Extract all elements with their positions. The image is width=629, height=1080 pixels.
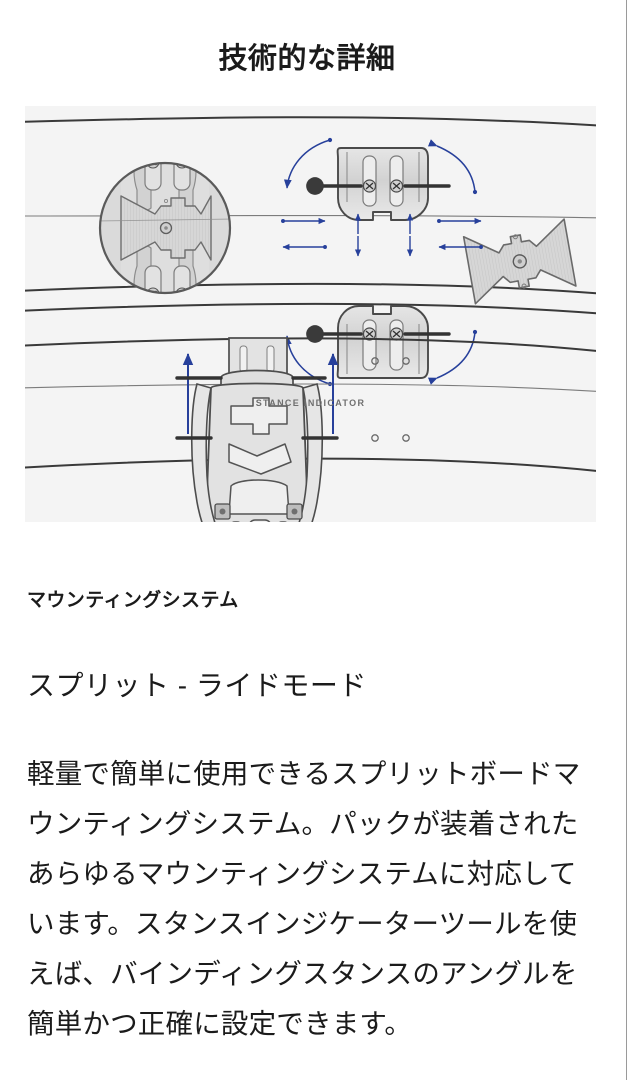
binding-baseplate	[175, 337, 339, 522]
translation-arrows	[281, 213, 483, 257]
technical-illustration-panel: STANCE INDICATOR	[25, 106, 596, 522]
section-title-split-ride-mode: スプリット - ライドモード	[27, 670, 367, 701]
technical-illustration-svg	[25, 106, 596, 522]
binding-disc-bottom	[306, 305, 451, 379]
stance-indicator-caption: STANCE INDICATOR	[255, 398, 366, 408]
slide-arrows	[182, 353, 339, 434]
mounting-system-subhead: マウンティングシステム	[27, 590, 239, 611]
rotation-arrows	[283, 137, 478, 387]
stance-indicator-tool	[462, 218, 577, 305]
page-right-edge-rule	[626, 0, 627, 1080]
binding-disc-top	[306, 147, 451, 221]
section-body-paragraph: 軽量で簡単に使用できるスプリットボードマウンティングシステム。パックが装着された…	[27, 757, 581, 1039]
magnified-bowtie-plate	[120, 195, 212, 261]
page-title: 技術的な詳細	[218, 43, 396, 76]
mounting-holes	[371, 357, 410, 442]
